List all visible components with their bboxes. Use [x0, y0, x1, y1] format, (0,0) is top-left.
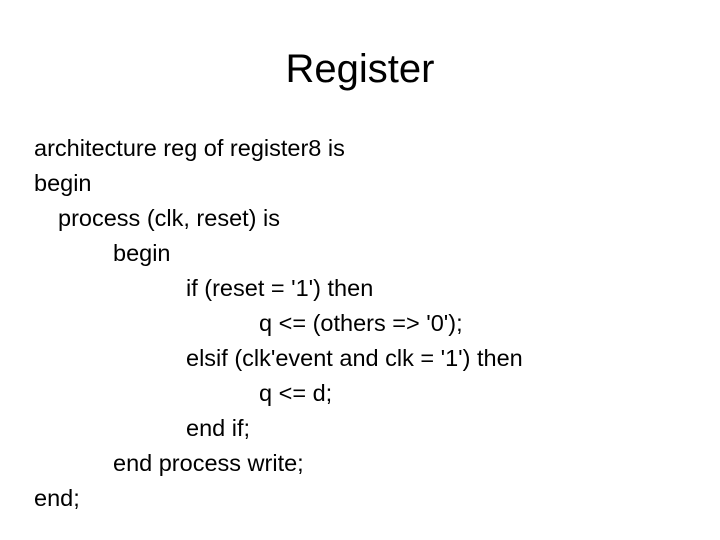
code-line: end;: [34, 485, 80, 511]
code-line: elsif (clk'event and clk = '1') then: [186, 345, 523, 371]
code-line: q <= (others => '0');: [259, 310, 463, 336]
code-line: process (clk, reset) is: [58, 205, 280, 231]
vhdl-code-block: architecture reg of register8 is begin p…: [34, 131, 694, 516]
code-line: if (reset = '1') then: [186, 275, 374, 301]
page-title: Register: [285, 47, 435, 91]
code-line: q <= d;: [259, 380, 333, 406]
code-line: end process write;: [113, 450, 304, 476]
code-line: begin: [34, 170, 92, 196]
code-line: end if;: [186, 415, 251, 441]
code-line: begin: [113, 240, 171, 266]
code-line: architecture reg of register8 is: [34, 135, 345, 161]
